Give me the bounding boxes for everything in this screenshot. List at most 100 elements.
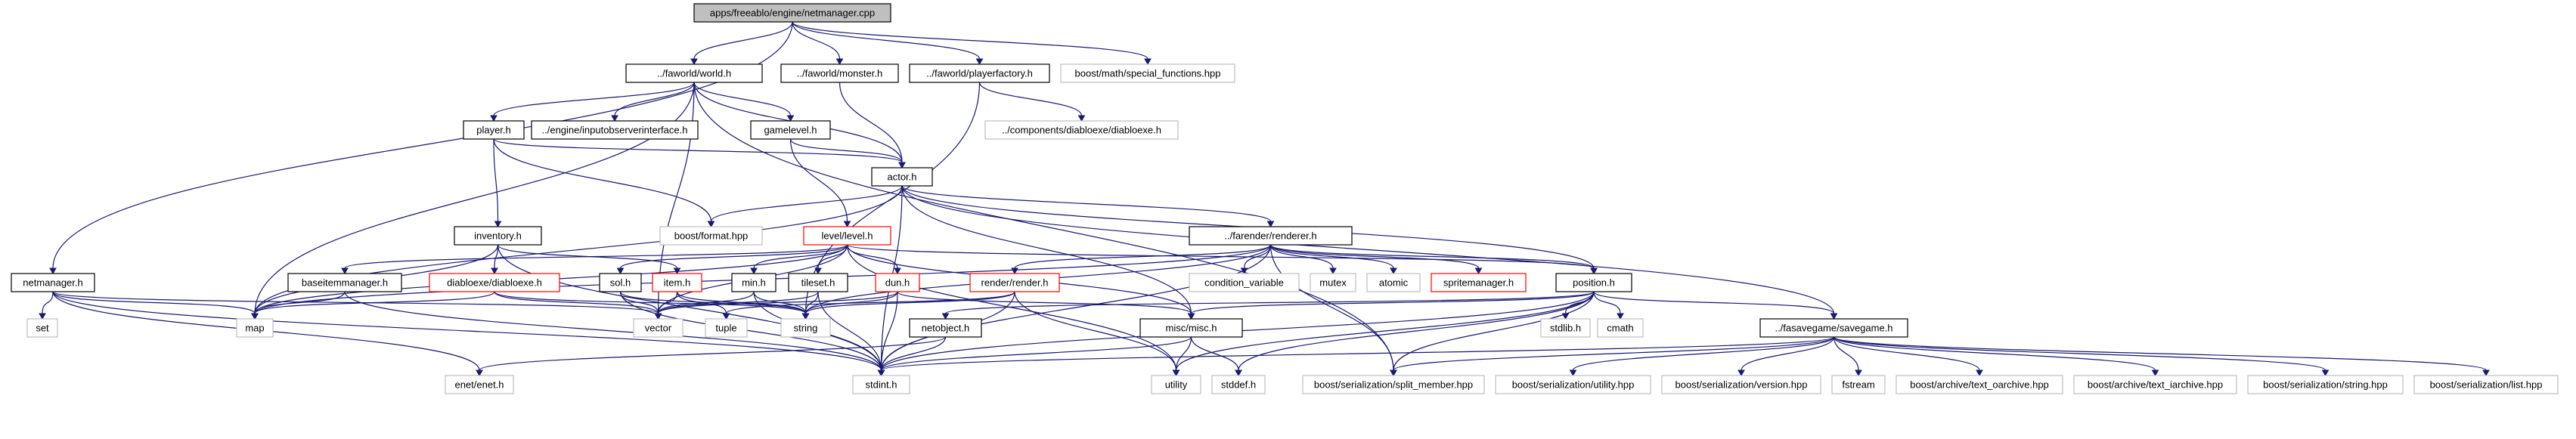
node-box <box>2073 375 2237 394</box>
edge-position-to-stddef <box>1238 291 1595 371</box>
edge-savegame-to-text-iarchive <box>1833 336 2156 371</box>
edge-world-to-split-member <box>693 82 1394 371</box>
node-label: set <box>36 323 49 334</box>
edge-player-to-inventory <box>493 138 499 222</box>
edge-netobject-to-stdint <box>880 336 947 371</box>
arrowhead <box>690 58 698 66</box>
node-condvar: condition_variable <box>1189 273 1300 292</box>
node-box <box>1211 375 1266 394</box>
node-box <box>705 318 748 338</box>
node-level[interactable]: level/level.h <box>803 226 891 246</box>
node-label: ../faworld/playerfactory.h <box>926 68 1033 79</box>
node-label: boost/archive/text_oarchive.hpp <box>1910 379 2049 391</box>
node-box <box>236 318 274 338</box>
node-item[interactable]: item.h <box>652 273 702 292</box>
node-box <box>11 273 95 292</box>
node-label: diabloexe/diabloexe.h <box>447 277 542 289</box>
node-baseitemmanager[interactable]: baseitemmanager.h <box>287 273 402 292</box>
node-box <box>445 375 514 394</box>
arrowhead <box>722 313 730 320</box>
arrowhead <box>1390 369 1397 377</box>
node-label: spritemanager.h <box>1443 277 1514 289</box>
node-render[interactable]: render/render.h <box>969 273 1060 292</box>
edge-renderer-to-mutex <box>1269 244 1334 269</box>
node-world[interactable]: ../faworld/world.h <box>625 63 763 83</box>
node-label: apps/freeablo/engine/netmanager.cpp <box>710 8 875 19</box>
edge-savegame-to-ser-version <box>1741 336 1835 371</box>
arrowhead <box>975 58 984 66</box>
arrowhead <box>750 267 758 275</box>
arrowhead <box>341 267 349 275</box>
node-label: boost/serialization/version.hpp <box>1675 379 1808 391</box>
edge-level-to-utility <box>846 244 1177 371</box>
node-box <box>1759 318 1908 338</box>
node-label: position.h <box>1573 277 1615 289</box>
arrowhead <box>941 313 950 320</box>
edges-layer <box>39 21 2490 377</box>
node-player[interactable]: player.h <box>463 120 525 140</box>
node-root[interactable]: apps/freeablo/engine/netmanager.cpp <box>693 3 891 23</box>
node-netmanager-h[interactable]: netmanager.h <box>11 273 95 292</box>
edge-item-to-vector <box>657 291 678 314</box>
node-box <box>780 63 899 83</box>
node-label: baseitemmanager.h <box>302 277 388 289</box>
node-label: ../faworld/monster.h <box>797 68 882 79</box>
arrowhead <box>1390 267 1397 275</box>
edge-player-to-actor <box>493 138 903 163</box>
node-monster[interactable]: ../faworld/monster.h <box>780 63 899 83</box>
node-box <box>1151 375 1201 394</box>
node-playerfactory[interactable]: ../faworld/playerfactory.h <box>909 63 1050 83</box>
node-box <box>1896 375 2063 394</box>
node-boostformat: boost/format.hpp <box>659 226 763 246</box>
node-savegame[interactable]: ../fasavegame/savegame.h <box>1759 318 1908 338</box>
node-dun[interactable]: dun.h <box>875 273 920 292</box>
arrowhead <box>1235 369 1242 377</box>
edge-actor-to-renderer <box>901 185 1272 222</box>
arrowhead <box>2321 369 2330 377</box>
node-netobject[interactable]: netobject.h <box>909 318 982 338</box>
edge-renderer-to-spritemanager <box>1269 244 1480 269</box>
node-sol[interactable]: sol.h <box>599 273 642 292</box>
arrowhead <box>1590 267 1598 275</box>
nodes-layer: apps/freeablo/engine/netmanager.cpp ../fa… <box>11 3 2559 394</box>
node-box <box>909 63 1050 83</box>
node-inputobserver[interactable]: ../engine/inputobserverinterface.h <box>531 120 699 140</box>
edge-tileset-to-string <box>804 291 819 314</box>
edge-playerfactory-to-diabloexe-comp <box>978 82 1083 116</box>
node-box <box>454 226 542 246</box>
node-ser-list: boost/serialization/list.hpp <box>2413 375 2559 394</box>
node-gamelevel[interactable]: gamelevel.h <box>750 120 831 140</box>
node-text-oarchive: boost/archive/text_oarchive.hpp <box>1896 375 2063 394</box>
node-tuple: tuple <box>705 318 748 338</box>
node-position[interactable]: position.h <box>1555 273 1632 292</box>
edge-dun-to-miscmisc <box>897 291 1192 314</box>
node-box <box>1661 375 1821 394</box>
edge-tileset-to-vector <box>657 291 819 314</box>
edge-world-to-gamelevel <box>693 82 792 116</box>
edge-netmanager-h-to-set <box>42 291 54 314</box>
node-inventory[interactable]: inventory.h <box>454 226 542 246</box>
node-min[interactable]: min.h <box>731 273 777 292</box>
arrowhead <box>1187 313 1195 320</box>
node-box <box>1555 273 1632 292</box>
node-spritemanager[interactable]: spritemanager.h <box>1431 273 1527 292</box>
node-box <box>659 226 763 246</box>
node-diabloexe[interactable]: diabloexe/diabloexe.h <box>429 273 560 292</box>
node-box <box>1302 375 1485 394</box>
node-tileset[interactable]: tileset.h <box>788 273 848 292</box>
edge-savegame-to-split-member <box>1393 336 1835 371</box>
edge-playerfactory-to-string <box>804 82 981 314</box>
edge-position-to-miscmisc <box>1190 291 1595 314</box>
node-specialfunc: boost/math/special_functions.hpp <box>1060 63 1235 83</box>
edge-netmanager-h-to-stdint <box>52 291 882 371</box>
node-actor[interactable]: actor.h <box>871 167 933 187</box>
edge-actor-to-map <box>254 185 903 314</box>
node-label: item.h <box>664 277 690 289</box>
node-box <box>652 273 702 292</box>
node-label: boost/math/special_functions.hpp <box>1075 68 1221 79</box>
edge-monster-to-actor <box>839 82 903 163</box>
node-diabloexe-comp: ../components/diabloexe/diabloexe.h <box>984 120 1179 140</box>
node-renderer[interactable]: ../farender/renderer.h <box>1189 226 1353 246</box>
arrowhead <box>1172 369 1180 377</box>
node-miscmisc[interactable]: misc/misc.h <box>1139 318 1243 338</box>
